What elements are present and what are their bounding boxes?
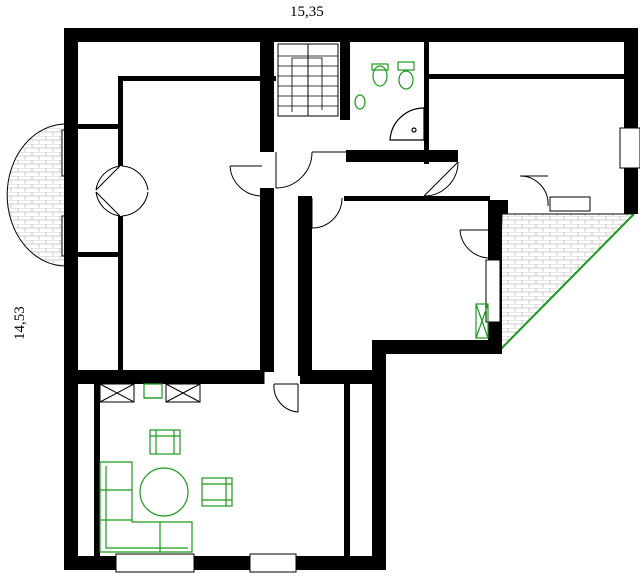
doors <box>95 151 549 413</box>
outer-walls <box>64 28 638 570</box>
sofa-icon <box>99 461 193 553</box>
toilet-icon <box>371 63 389 87</box>
balcony <box>497 213 636 354</box>
balcony-plant-box <box>475 303 489 339</box>
wardrobes <box>99 383 201 403</box>
width-dimension-label: 15,35 <box>290 4 324 20</box>
armchair-top-icon <box>149 429 181 455</box>
bidet-icon <box>397 61 415 90</box>
round-table-icon <box>139 467 189 517</box>
bathroom-fixtures <box>354 61 425 141</box>
fireplace-icon <box>143 383 163 399</box>
staircase <box>277 43 339 117</box>
interior-walls <box>78 40 624 556</box>
armchair-right-icon <box>201 477 233 507</box>
windows <box>115 127 640 573</box>
shower-icon <box>389 107 425 141</box>
living-room-furniture <box>99 303 489 553</box>
sink-icon <box>354 94 366 110</box>
